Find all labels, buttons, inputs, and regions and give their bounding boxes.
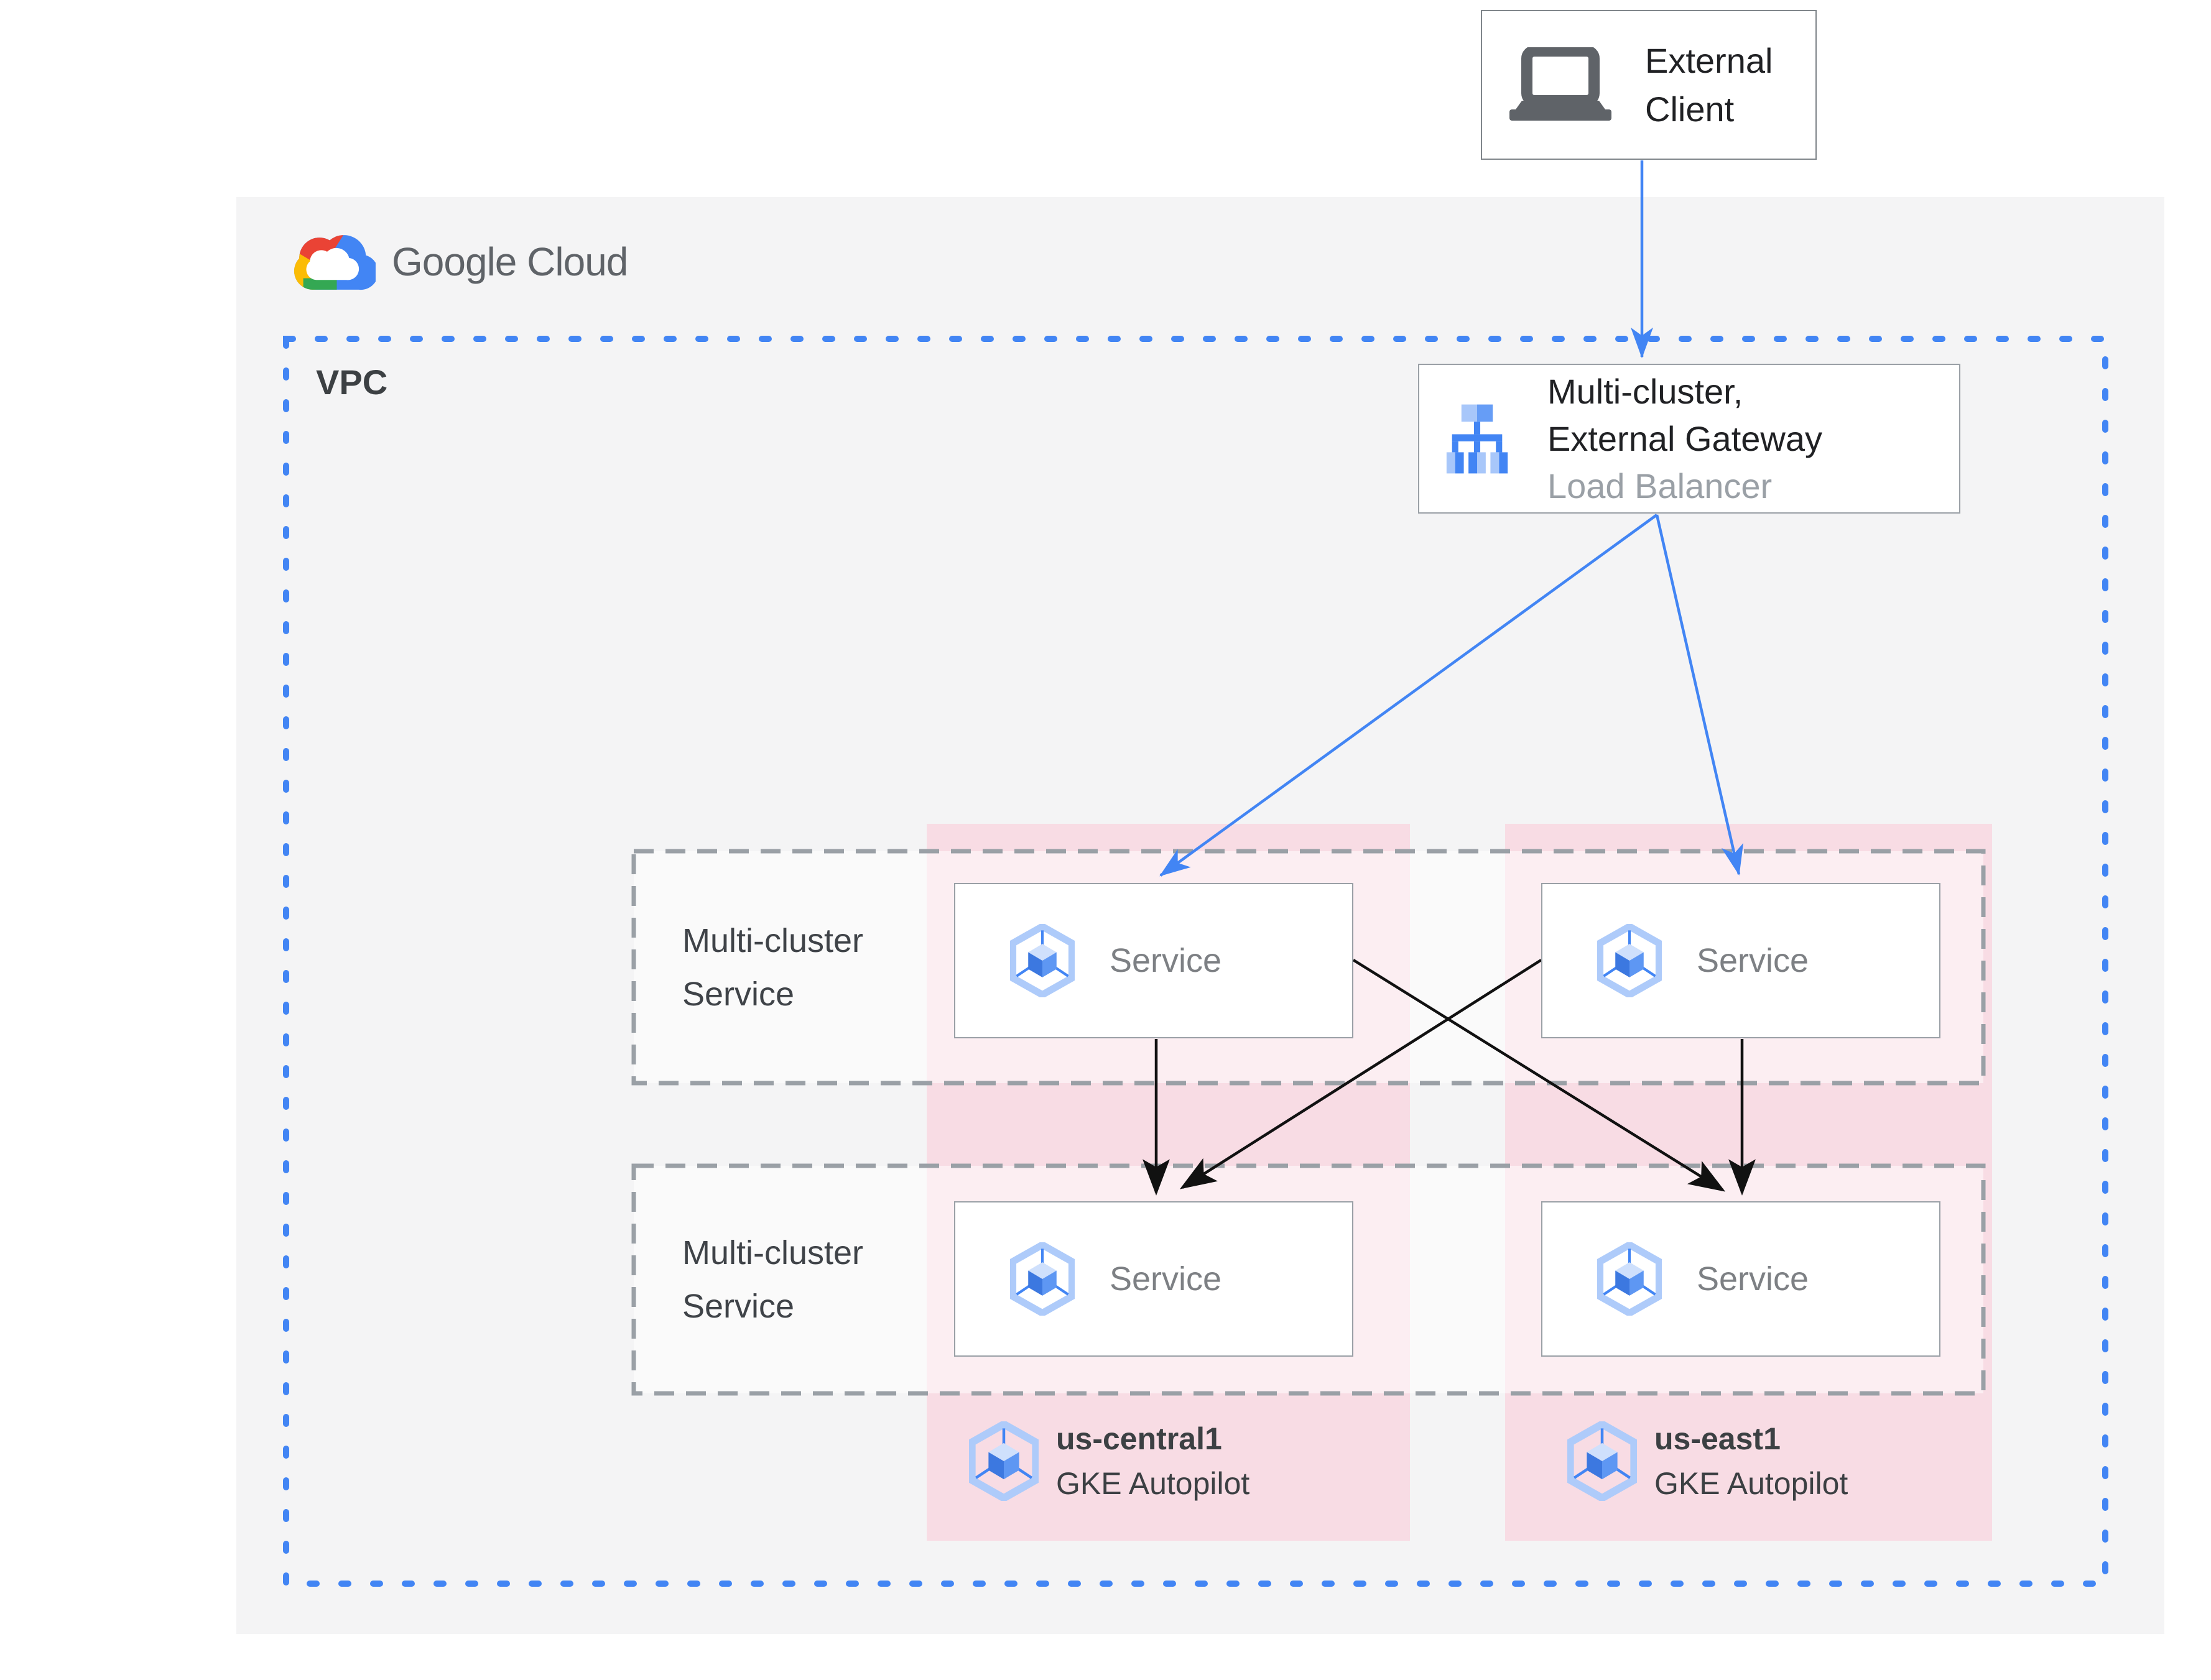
multi-cluster-service-label-2: Multi-cluster Service [682, 1226, 943, 1333]
service-label: Service [1697, 942, 1809, 979]
google-cloud-logo-icon [294, 235, 376, 290]
scope-label-line1: Multi-cluster [682, 922, 864, 959]
external-client-node: External Client [1481, 10, 1817, 160]
load-balancer-icon [1446, 404, 1508, 473]
google-cloud-logo: Google Cloud [287, 229, 628, 294]
cluster-region-name: us-east1 [1654, 1421, 1781, 1456]
multi-cluster-service-label-1: Multi-cluster Service [682, 914, 943, 1021]
gke-hexagon-icon [1567, 1421, 1637, 1501]
arrow-lb-to-service-tl [1159, 514, 1658, 877]
cluster-us-central1: us-central1 GKE Autopilot [969, 1416, 1249, 1506]
scope-label-line2: Service [682, 1288, 795, 1325]
load-balancer-title-line1: Multi-cluster, [1547, 371, 1743, 411]
service-node-us-east1-row1: Service [1541, 883, 1940, 1038]
load-balancer-node: Multi-cluster, External Gateway Load Bal… [1418, 364, 1960, 514]
cluster-us-east1: us-east1 GKE Autopilot [1567, 1416, 1848, 1506]
external-client-label-line1: External [1645, 40, 1773, 80]
load-balancer-title-line2: External Gateway [1547, 418, 1822, 458]
arrow-tr-to-bl [1179, 959, 1542, 1189]
cluster-region-name: us-central1 [1056, 1421, 1222, 1456]
cluster-platform: GKE Autopilot [1056, 1466, 1250, 1501]
load-balancer-subtitle: Load Balancer [1547, 466, 1773, 505]
service-label: Service [1110, 942, 1222, 979]
external-client-label-line2: Client [1645, 89, 1735, 129]
vpc-label: VPC [316, 362, 388, 402]
gke-hexagon-icon [1010, 1242, 1075, 1316]
service-label: Service [1697, 1260, 1809, 1298]
scope-label-line2: Service [682, 976, 795, 1013]
service-node-us-central1-row2: Service [954, 1201, 1353, 1357]
service-node-us-east1-row2: Service [1541, 1201, 1940, 1357]
cluster-platform: GKE Autopilot [1654, 1466, 1848, 1501]
service-label: Service [1110, 1260, 1222, 1298]
scope-label-line1: Multi-cluster [682, 1234, 864, 1272]
laptop-icon [1509, 47, 1611, 121]
gke-hexagon-icon [1010, 924, 1075, 997]
gke-hexagon-icon [1597, 1242, 1662, 1316]
arrow-tl-to-br [1352, 959, 1726, 1192]
vpc-border [283, 336, 2108, 1587]
gke-hexagon-icon [1597, 924, 1662, 997]
gke-hexagon-icon [969, 1421, 1039, 1501]
service-node-us-central1-row1: Service [954, 883, 1353, 1038]
google-cloud-logo-text: Google Cloud [392, 239, 628, 284]
arrow-lb-to-service-tr [1655, 514, 1744, 876]
